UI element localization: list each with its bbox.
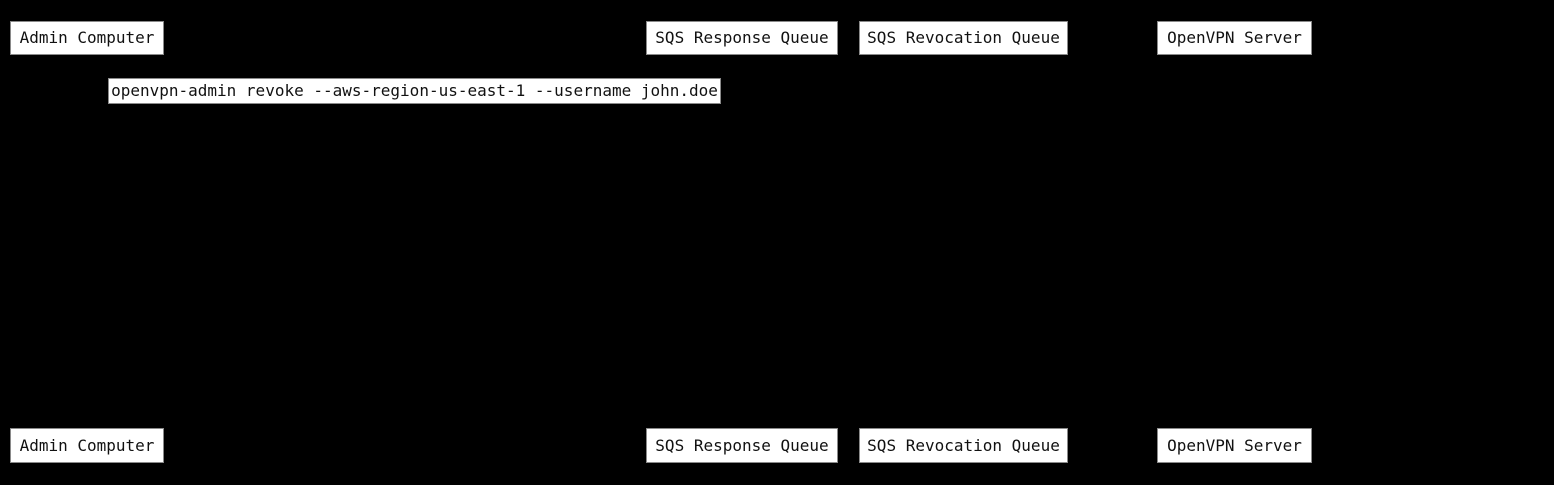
actor-sqs-revocation-queue-bottom: SQS Revocation Queue [859, 428, 1068, 463]
actor-sqs-response-queue-bottom: SQS Response Queue [646, 428, 838, 463]
actor-admin-computer-bottom: Admin Computer [10, 428, 164, 463]
actor-sqs-response-queue-top: SQS Response Queue [646, 21, 838, 55]
actor-openvpn-server-top: OpenVPN Server [1157, 21, 1312, 55]
actor-openvpn-server-bottom: OpenVPN Server [1157, 428, 1312, 463]
message-label: openvpn-admin revoke --aws-region-us-eas… [108, 78, 721, 104]
actor-admin-computer-top: Admin Computer [10, 21, 164, 55]
actor-sqs-revocation-queue-top: SQS Revocation Queue [859, 21, 1068, 55]
